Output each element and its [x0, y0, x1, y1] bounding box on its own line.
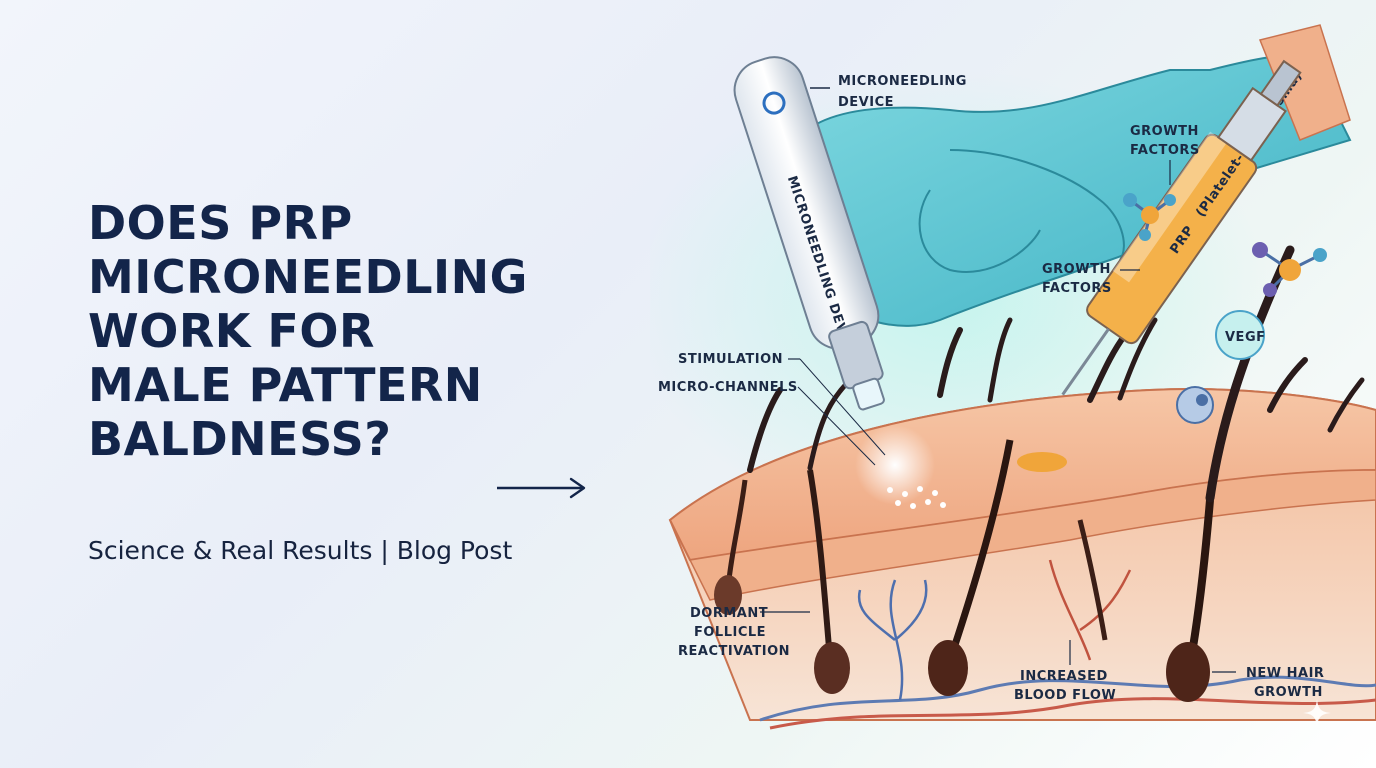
headline-line-5: BALDNESS? — [88, 412, 392, 466]
svg-text:GROWTH: GROWTH — [1130, 124, 1199, 139]
sparkle-icon — [1303, 699, 1331, 727]
headline-line-1: DOES PRP — [88, 196, 353, 250]
svg-text:DORMANT: DORMANT — [690, 606, 768, 621]
hair-follicles — [714, 439, 1214, 702]
gear-icon — [762, 91, 786, 115]
svg-text:STIMULATION: STIMULATION — [678, 352, 783, 367]
callout-dormant-follicle: DORMANT FOLLICLE REACTIVATION — [678, 606, 810, 659]
callout-growth-factors-top: GROWTH FACTORS — [1130, 124, 1200, 185]
svg-text:NEW HAIR: NEW HAIR — [1246, 666, 1324, 681]
svg-text:MICRO-CHANNELS: MICRO-CHANNELS — [658, 380, 798, 395]
dormant-follicle — [814, 642, 850, 694]
callout-microneedling-device: MICRONEEDLING DEVICE — [810, 74, 967, 110]
svg-text:GROWTH: GROWTH — [1254, 685, 1323, 700]
callout-new-hair-growth: NEW HAIR GROWTH — [1212, 666, 1324, 700]
subtitle: Science & Real Results | Blog Post — [88, 536, 513, 565]
svg-text:DEVICE: DEVICE — [838, 95, 894, 110]
prp-microneedling-illustration: MICRONEEDLING DEVICE PRP (Platelet-Rich … — [650, 24, 1376, 730]
svg-text:FACTORS: FACTORS — [1042, 281, 1112, 296]
vegf-label: VEGF — [1225, 330, 1266, 345]
callout-growth-factors-mid: GROWTH FACTORS — [1042, 262, 1140, 296]
svg-text:BLOOD FLOW: BLOOD FLOW — [1014, 688, 1116, 703]
growth-factor-molecules: VEGF — [1123, 193, 1327, 424]
arrow-right-icon — [497, 477, 586, 499]
headline-line-3: WORK FOR — [88, 304, 375, 358]
svg-text:GROWTH: GROWTH — [1042, 262, 1111, 277]
svg-text:FACTORS: FACTORS — [1130, 143, 1200, 158]
svg-text:REACTIVATION: REACTIVATION — [678, 644, 790, 659]
headline-line-4: MALE PATTERN — [88, 358, 483, 412]
callout-micro-channels: MICRO-CHANNELS — [658, 380, 876, 466]
page-title: DOES PRP MICRONEEDLING WORK FOR MALE PAT… — [88, 196, 648, 466]
svg-text:MICRONEEDLING: MICRONEEDLING — [838, 74, 967, 89]
callout-blood-flow: INCREASED BLOOD FLOW — [1014, 640, 1116, 703]
microneedling-device: MICRONEEDLING DEVICE — [733, 56, 885, 411]
callout-stimulation: STIMULATION — [678, 352, 886, 456]
prp-droplet — [1017, 452, 1067, 472]
svg-text:INCREASED: INCREASED — [1020, 669, 1108, 684]
hair-strands — [747, 245, 1365, 503]
hero-text-block: DOES PRP MICRONEEDLING WORK FOR MALE PAT… — [88, 196, 648, 466]
svg-text:FOLLICLE: FOLLICLE — [694, 625, 766, 640]
needle-spark — [855, 425, 935, 505]
headline-line-2: MICRONEEDLING — [88, 250, 528, 304]
new-hair-follicle — [1166, 642, 1210, 702]
